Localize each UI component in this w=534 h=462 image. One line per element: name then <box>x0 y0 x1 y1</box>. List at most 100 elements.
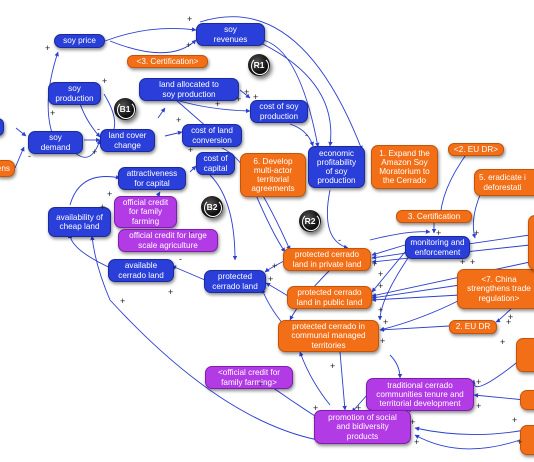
polarity-plus: + <box>187 14 193 24</box>
polarity-plus: + <box>476 401 482 411</box>
edge <box>15 127 27 137</box>
polarity-plus: + <box>470 257 476 267</box>
polarity-plus: + <box>244 87 250 97</box>
edge <box>199 16 363 151</box>
edge <box>157 107 166 119</box>
node-cost-capital: cost of capital <box>196 152 235 175</box>
polarity-plus: + <box>258 379 264 389</box>
edge <box>351 393 369 413</box>
node-cost-land-conversion: cost of land conversion <box>182 124 242 147</box>
loop-r1-marker: R1 <box>248 54 270 76</box>
polarity-plus: + <box>380 336 386 346</box>
node-soy-revenues: soy revenues <box>196 23 265 46</box>
node-china-regulation: <7. China strengthens trade regulation> <box>457 269 534 309</box>
polarity-plus: + <box>517 437 523 447</box>
polarity-minus: - <box>190 227 193 237</box>
polarity-plus: + <box>186 40 192 50</box>
node-soy-price: soy price <box>54 34 105 48</box>
polarity-plus: + <box>176 115 182 125</box>
node-availability-cheap-land: availability of cheap land <box>48 207 111 237</box>
polarity-plus: + <box>253 92 259 102</box>
polarity-plus: + <box>45 43 51 53</box>
polarity-plus: + <box>410 417 416 427</box>
edge <box>69 174 121 206</box>
edge <box>379 299 461 332</box>
loop-b2-marker: B2 <box>201 196 223 218</box>
polarity-plus: + <box>107 189 113 199</box>
edge <box>473 393 526 401</box>
node-cost-soy-production: cost of soy production <box>250 100 308 123</box>
polarity-plus: + <box>414 437 420 447</box>
node-protected-private: protected cerrado land in private land <box>283 248 371 271</box>
polarity-plus: + <box>100 202 106 212</box>
node-soy-production: soy production <box>48 82 101 105</box>
node-available-cerrado: available cerrado land <box>108 259 174 282</box>
edge <box>175 99 209 129</box>
node-promotion-products: promotion of social and bidiversity prod… <box>314 410 411 444</box>
polarity-plus: + <box>378 305 384 315</box>
polarity-plus: + <box>268 274 274 284</box>
edge <box>239 89 251 99</box>
node-soy-demand: soy demand <box>28 131 83 154</box>
polarity-plus: + <box>236 94 242 104</box>
edge <box>371 244 406 256</box>
polarity-plus: + <box>500 337 506 347</box>
node-traditional-communities: traditional cerrado communities tenure a… <box>366 378 474 411</box>
edge <box>104 27 197 42</box>
edge <box>189 165 197 173</box>
edge <box>265 282 289 297</box>
edge <box>371 284 461 300</box>
polarity-plus: + <box>508 312 514 322</box>
node-protected-communal: protected cerrado in communal managed te… <box>278 320 379 352</box>
node-certification-top: <3. Certification> <box>127 55 208 68</box>
node-left-edge: ens <box>0 160 15 177</box>
node-develop-agreements: 6. Develop multi-actor territorial agree… <box>240 153 306 197</box>
polarity-plus: + <box>168 287 174 297</box>
polarity-plus: + <box>50 108 56 118</box>
loop-b1-marker: B1 <box>114 98 136 120</box>
node-official-credit-shadow: <official credit for family farming> <box>205 366 293 389</box>
polarity-plus: + <box>383 317 389 327</box>
node-land-cover-change: land cover change <box>100 129 155 152</box>
edge <box>90 235 319 441</box>
edge <box>379 325 450 333</box>
edge <box>414 434 521 450</box>
polarity-minus: - <box>305 130 308 140</box>
edge <box>299 351 331 406</box>
polarity-plus: + <box>92 147 98 157</box>
node-credit-large-scale: official credit for large scale agricult… <box>118 229 218 252</box>
edge <box>209 174 238 261</box>
polarity-plus: + <box>474 228 480 238</box>
node-certification: 3. Certification <box>396 210 472 223</box>
polarity-minus: - <box>28 151 31 161</box>
polarity-plus: + <box>506 317 512 327</box>
node-official-credit: official credit for family farming <box>114 196 177 228</box>
polarity-plus: + <box>460 257 466 267</box>
edge <box>109 39 197 54</box>
edge <box>103 93 116 135</box>
node-eudr-top: <2. EU DR> <box>448 143 504 156</box>
edge <box>171 265 206 281</box>
node-attractiveness-capital: attractiveness for capital <box>118 167 186 190</box>
polarity-plus: + <box>313 403 319 413</box>
polarity-plus: + <box>356 403 362 413</box>
edge <box>14 146 25 169</box>
node-right-cut-3 <box>520 390 534 410</box>
node-protected-public: protected cerrado land in public land <box>287 286 372 309</box>
node-right-cut-2 <box>516 338 534 372</box>
edge <box>389 354 403 379</box>
polarity-plus: + <box>512 415 518 425</box>
edge <box>164 130 183 137</box>
edge <box>377 257 409 321</box>
polarity-minus: - <box>179 254 182 264</box>
polarity-plus: + <box>436 228 442 238</box>
node-eudr: 2. EU DR <box>449 320 497 334</box>
edge <box>326 189 349 250</box>
polarity-minus: - <box>338 235 341 245</box>
edge <box>369 229 431 241</box>
edge <box>371 251 406 293</box>
polarity-plus: + <box>378 269 384 279</box>
edge <box>289 123 314 147</box>
edge <box>371 294 461 303</box>
polarity-plus: + <box>476 377 482 387</box>
